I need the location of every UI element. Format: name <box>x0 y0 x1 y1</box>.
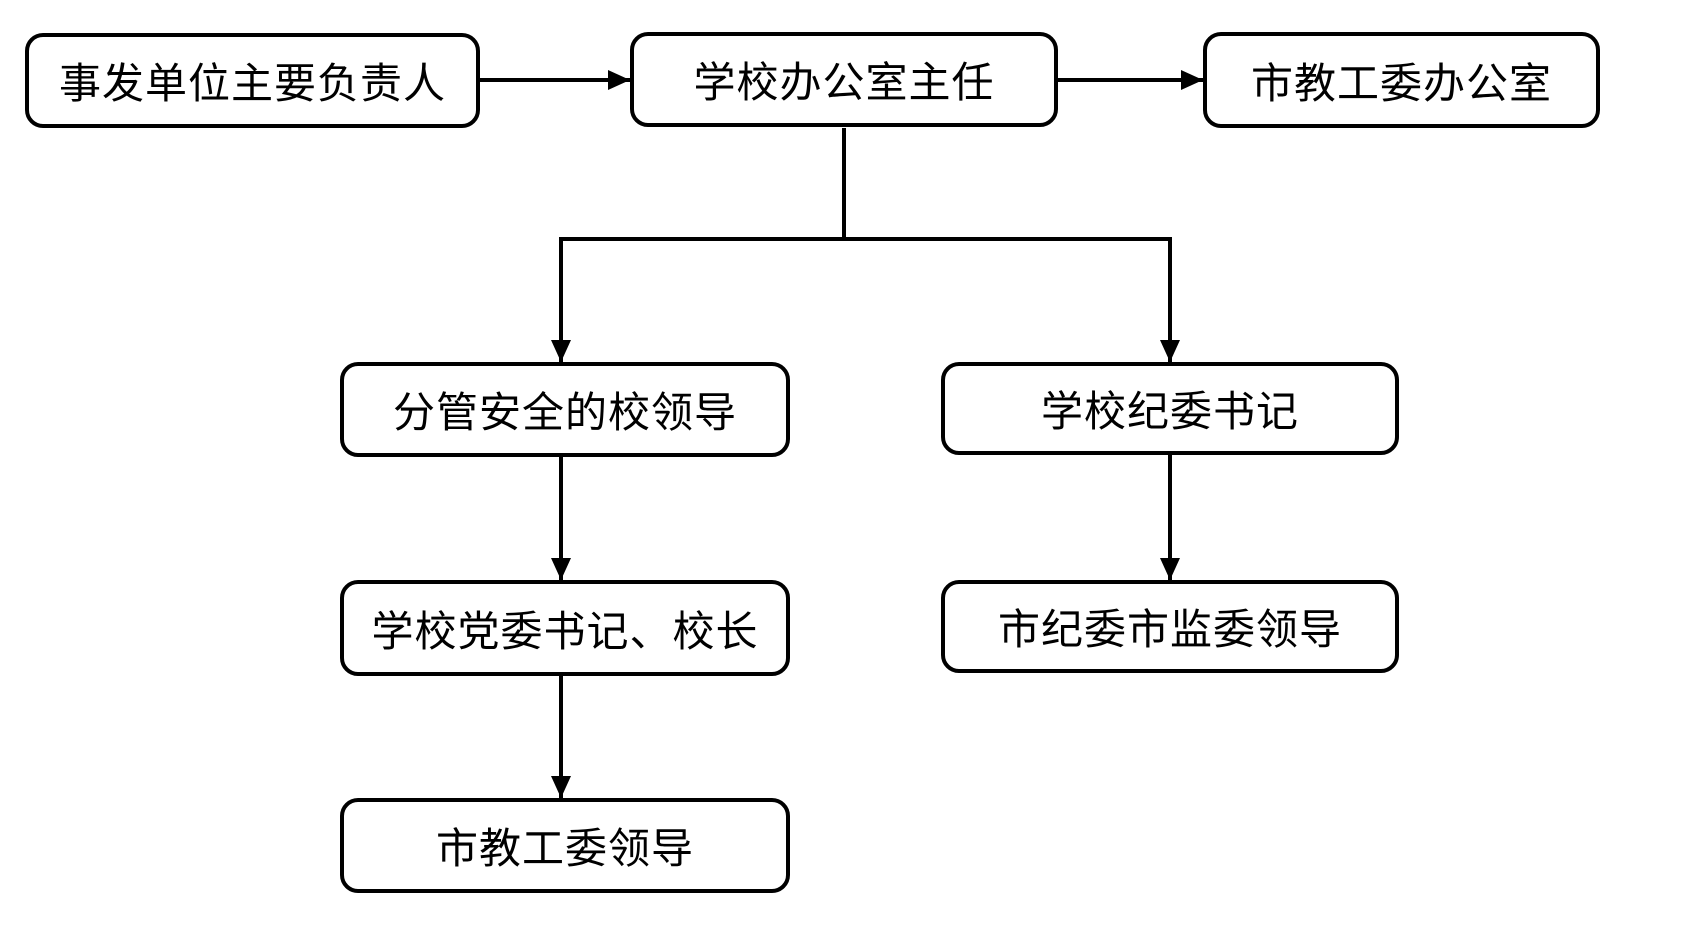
node-city-discipline-and-supervision-committee-leaders: 市纪委市监委领导 <box>941 580 1399 673</box>
node-incident-unit-head: 事发单位主要负责人 <box>25 33 480 128</box>
node-city-education-work-committee-leaders: 市教工委领导 <box>340 798 790 893</box>
node-safety-vice-school-leader: 分管安全的校领导 <box>340 362 790 457</box>
node-school-office-director: 学校办公室主任 <box>630 32 1058 127</box>
node-city-education-work-committee-office: 市教工委办公室 <box>1203 32 1600 128</box>
node-school-discipline-committee-secretary: 学校纪委书记 <box>941 362 1399 455</box>
node-school-party-secretary-and-principal: 学校党委书记、校长 <box>340 580 790 676</box>
